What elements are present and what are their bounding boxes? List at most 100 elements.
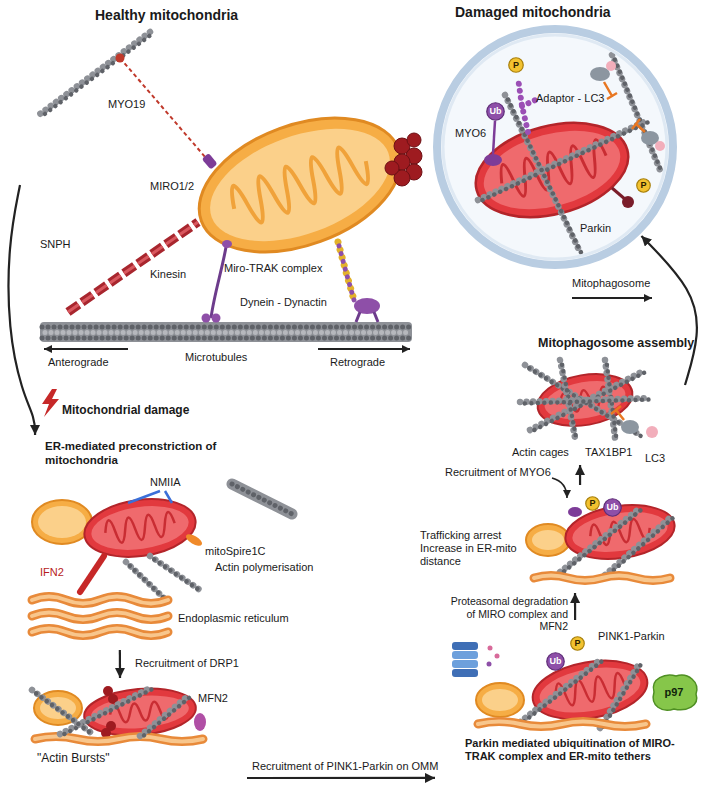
proteasome (495, 654, 500, 659)
tax1bp1-lc3 (611, 406, 624, 420)
parkin-protein (622, 196, 634, 208)
phospho-badge: P (585, 496, 600, 511)
membrane-ring (443, 35, 667, 259)
part-label: MYO6 (455, 127, 486, 140)
direction-arrow (44, 348, 410, 350)
endoplasmic-reticulum (478, 722, 646, 727)
actin-filament (522, 662, 602, 724)
edge-label: Recruitment of PINK1-Parkin on OMM (252, 760, 438, 773)
direction-arrow (552, 478, 567, 498)
healthy-mitochondrion (32, 500, 92, 544)
part-label: Parkin (580, 222, 611, 235)
healthy-mitochondrion (532, 530, 564, 550)
microtubule (42, 336, 410, 341)
microtubule (232, 484, 292, 514)
actin-filament (507, 97, 582, 254)
adaptor-lc3 (604, 82, 645, 132)
microtubule (232, 484, 292, 514)
stage-heading: Mitophagosome assembly (538, 336, 694, 351)
part-label: NMIIA (150, 476, 181, 489)
part-label: LC3 (645, 452, 665, 465)
miro-trak-chain (338, 242, 354, 300)
phospho-badge: P (570, 636, 585, 651)
healthy-mitochondrion (181, 93, 419, 278)
badge-label: P (636, 178, 651, 193)
kinesin-motor (211, 247, 226, 318)
dynein-motor (354, 298, 380, 322)
stage-panel: Parkin mediated ubiquitination of MIRO-T… (435, 620, 705, 790)
part-label: Miro-TRAK complex (224, 262, 322, 275)
endoplasmic-reticulum (478, 722, 646, 727)
stage-heading: Damaged mitochondria (455, 4, 611, 21)
part-label: MIRO1/2 (150, 180, 194, 193)
microtubule (42, 325, 410, 330)
endoplasmic-reticulum (478, 722, 646, 727)
nmiia-filament (128, 491, 172, 503)
ubiquitin-badge: Ub (486, 102, 505, 121)
actin-filament (480, 122, 650, 202)
myo6-motor (568, 507, 582, 517)
ubiquitin-chain (518, 78, 540, 132)
endoplasmic-reticulum (32, 597, 168, 636)
phospho-badge: P (508, 57, 524, 73)
proteasome (488, 646, 493, 651)
direction-arrow (572, 297, 652, 299)
part-label: mitoSpire1C (205, 545, 266, 558)
actin-filament (602, 664, 642, 730)
direction-arrow (552, 478, 567, 498)
edge-label: Proteasomal degradation of MIRO complex … (440, 595, 568, 633)
flow-arrow (641, 236, 697, 385)
mitospire1c (184, 532, 204, 548)
snph-chain (68, 222, 198, 312)
endoplasmic-reticulum (32, 613, 168, 620)
edge-label: Mitochondrial damage (62, 403, 189, 417)
miro-protein (202, 153, 218, 170)
ubiquitin-badge: Ub (546, 652, 565, 671)
actin-filament (142, 698, 190, 738)
healthy-mitochondrion (227, 140, 374, 229)
drp1-cluster (407, 133, 421, 147)
miro-protein (202, 153, 218, 170)
flow-arrow (247, 777, 435, 779)
inf2-bar (80, 556, 104, 592)
badge-label: p97 (648, 672, 700, 712)
badge-circle (487, 103, 505, 121)
myo6-motor (493, 121, 495, 154)
damaged-mitochondrion (81, 492, 200, 563)
actin-filament (478, 55, 662, 254)
proteasome (487, 662, 492, 667)
badge-label: P (585, 496, 600, 511)
badge-label: Ub (546, 652, 565, 671)
damaged-mitochondrion (475, 117, 629, 223)
myo6-motor (484, 154, 502, 166)
proteasome (452, 660, 478, 668)
flow-arrow (579, 465, 581, 485)
endoplasmic-reticulum (534, 576, 670, 581)
part-label: Retrograde (330, 356, 385, 369)
damaged-mitochondrion (465, 107, 638, 232)
snph-chain (68, 222, 198, 312)
kinesin-motor (212, 314, 221, 323)
part-label: MYO19 (108, 98, 145, 111)
proteasome (452, 651, 478, 659)
healthy-mitochondrion (32, 500, 92, 544)
stage-heading: Healthy mitochondria (95, 7, 238, 24)
part-label: Anterograde (48, 356, 109, 369)
snph-chain (68, 222, 198, 312)
inf2-bar (80, 556, 104, 592)
edge-label: Recruitment of DRP1 (135, 657, 239, 670)
mfn2-tether (194, 713, 206, 731)
part-label: Dynein - Dynactin (240, 296, 327, 309)
endoplasmic-reticulum (35, 737, 203, 742)
actin-filament (32, 688, 190, 738)
endoplasmic-reticulum (35, 737, 203, 742)
drp1-cluster (385, 133, 422, 186)
healthy-mitochondrion (181, 93, 419, 278)
badge-label: P (570, 636, 585, 651)
proteasome (452, 669, 478, 677)
ubiquitin-badge: Ub (603, 498, 622, 517)
actin-filament (560, 508, 640, 572)
healthy-mitochondrion (476, 683, 524, 717)
